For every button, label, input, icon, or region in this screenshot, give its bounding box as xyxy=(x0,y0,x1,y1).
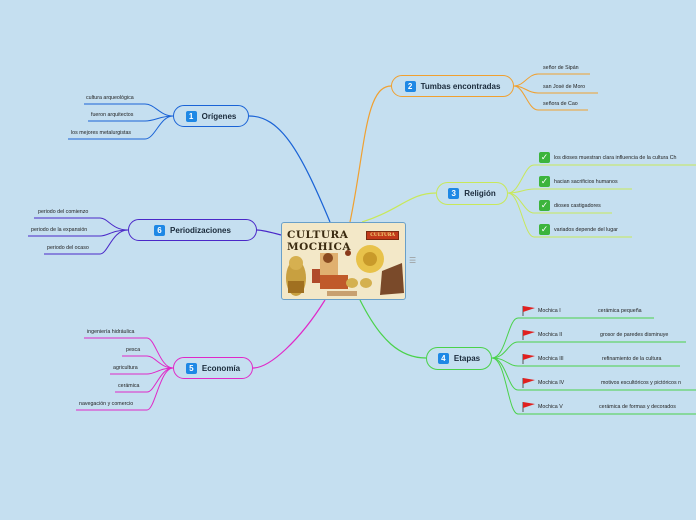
leaf-economia-4[interactable]: cerámica xyxy=(118,383,140,389)
number-badge: 5 xyxy=(185,362,197,374)
leaf-religion-2[interactable]: hacian sacrificios humanos xyxy=(554,179,618,185)
check-icon: ✓ xyxy=(539,176,550,187)
leaf-tumbas-1[interactable]: señor de Sipán xyxy=(543,65,579,71)
stage-desc-5[interactable]: cerámica de formas y decorados xyxy=(599,404,676,410)
leaf-tumbas-2[interactable]: san José de Moro xyxy=(543,84,586,90)
flag-icon xyxy=(522,330,535,340)
leaf-periodizaciones-2[interactable]: periodo de la expansión xyxy=(31,227,88,233)
leaf-origenes-1[interactable]: cultura arqueológica xyxy=(86,95,134,101)
leaf-origenes-2[interactable]: fueron arquitectos xyxy=(91,112,134,118)
node-label: Tumbas encontradas xyxy=(420,81,501,91)
number-badge: 4 xyxy=(437,353,449,364)
node-etapas[interactable]: 4 Etapas xyxy=(426,347,492,370)
stage-name-3[interactable]: Mochica III xyxy=(538,356,564,362)
leaf-origenes-3[interactable]: los mejores metalurgistas xyxy=(71,130,132,136)
node-origenes[interactable]: 1 Orígenes xyxy=(173,105,249,127)
menu-icon[interactable]: ☰ xyxy=(409,256,417,265)
stage-desc-3[interactable]: refinamiento de la cultura xyxy=(602,356,662,362)
stage-desc-4[interactable]: motivos escultóricos y pictóricos n xyxy=(601,380,682,386)
check-icon: ✓ xyxy=(539,224,550,235)
number-badge: 1 xyxy=(185,110,197,122)
node-label: Religión xyxy=(464,189,496,198)
leaf-religion-3[interactable]: dioses castigadores xyxy=(554,203,601,209)
leaf-tumbas-3[interactable]: señora de Cao xyxy=(543,101,578,107)
flag-icon xyxy=(522,306,535,316)
node-label: Etapas xyxy=(453,354,481,363)
central-stamp: CULTURA xyxy=(366,231,399,240)
central-title: CULTURA MOCHICA xyxy=(287,229,351,253)
flag-icon xyxy=(522,402,535,412)
stage-name-4[interactable]: Mochica IV xyxy=(538,380,565,386)
flag-icon xyxy=(522,354,535,364)
leaf-economia-5[interactable]: navegación y comercio xyxy=(79,401,134,407)
central-topic-image[interactable]: CULTURA MOCHICA CULTURA xyxy=(281,222,406,300)
stage-desc-2[interactable]: grosor de paredes disminuye xyxy=(600,332,669,338)
node-label: Orígenes xyxy=(201,111,237,121)
node-periodizaciones[interactable]: 6 Periodizaciones xyxy=(128,219,257,241)
stage-name-2[interactable]: Mochica II xyxy=(538,332,563,338)
node-economia[interactable]: 5 Economía xyxy=(173,357,253,379)
stage-desc-1[interactable]: cerámica pequeña xyxy=(598,308,642,314)
number-badge: 2 xyxy=(404,80,416,92)
leaf-economia-3[interactable]: agricultura xyxy=(113,365,138,371)
node-label: Periodizaciones xyxy=(170,225,231,235)
leaf-religion-4[interactable]: variados depende del lugar xyxy=(554,227,618,233)
flag-icon xyxy=(522,378,535,388)
number-badge: 3 xyxy=(448,188,460,199)
check-icon: ✓ xyxy=(539,200,550,211)
stage-name-1[interactable]: Mochica I xyxy=(538,308,561,314)
check-icon: ✓ xyxy=(539,152,550,163)
leaf-economia-2[interactable]: pesca xyxy=(126,347,141,353)
node-label: Economía xyxy=(201,363,241,373)
node-religion[interactable]: 3 Religión xyxy=(436,182,508,205)
leaf-periodizaciones-3[interactable]: periodo del ocaso xyxy=(47,245,89,251)
node-tumbas-encontradas[interactable]: 2 Tumbas encontradas xyxy=(391,75,514,97)
mochica-artifacts-illustration xyxy=(286,245,404,296)
leaf-economia-1[interactable]: ingeniería hidráulica xyxy=(87,329,135,335)
leaf-religion-1[interactable]: los dioses muestran clara influencia de … xyxy=(554,155,677,161)
leaf-periodizaciones-1[interactable]: periodo del comienzo xyxy=(38,209,89,215)
number-badge: 6 xyxy=(154,224,166,236)
stage-name-5[interactable]: Mochica V xyxy=(538,404,563,410)
